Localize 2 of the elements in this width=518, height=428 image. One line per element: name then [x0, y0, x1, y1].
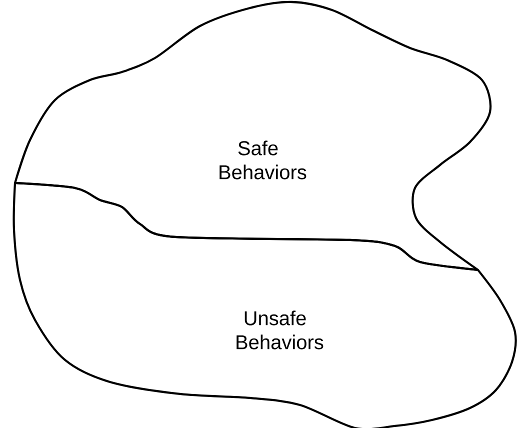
unsafe-region: Unsafe Behaviors	[12, 182, 517, 428]
safe-region: Safe Behaviors	[14, 0, 492, 272]
